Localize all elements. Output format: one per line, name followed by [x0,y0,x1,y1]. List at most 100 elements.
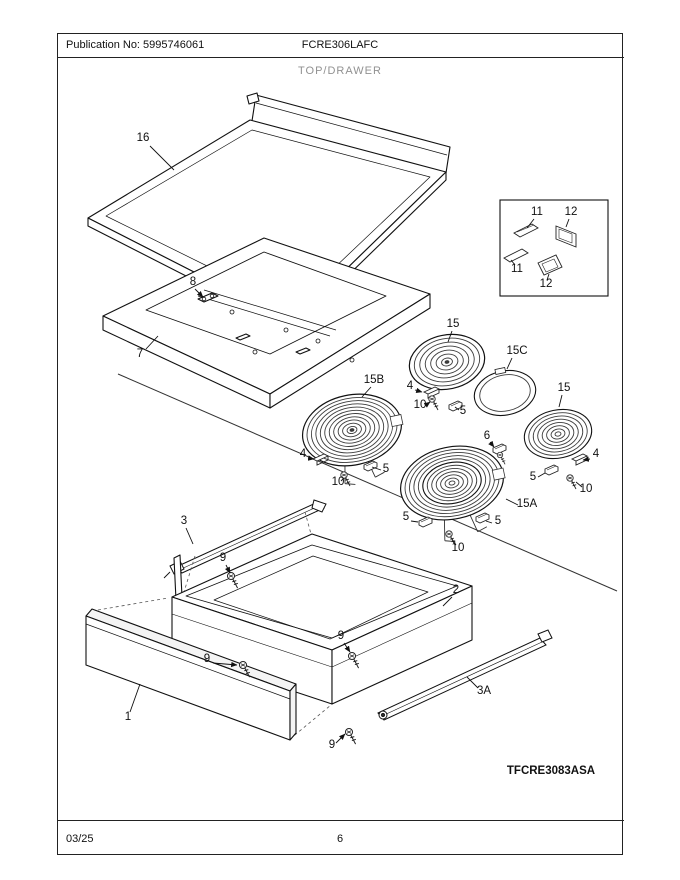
section-divider-line [117,373,618,592]
drawer-side-face [331,585,473,705]
callout-leader [526,218,535,229]
callout-leader [454,406,460,411]
surface-element-15-top [408,333,486,391]
callout-leader [565,218,570,228]
part-callout-10: 10 [452,542,465,554]
clip-5 [544,464,559,476]
part-callout-8: 8 [190,276,196,288]
callout-leader [145,335,159,350]
part-callout-12: 12 [565,206,578,218]
screw-10 [428,395,439,411]
section-title: TOP/DRAWER [298,65,382,77]
clip-5 [418,516,433,528]
callout-leader [558,394,563,408]
callout-leader [343,642,351,653]
callout-leader [447,330,453,343]
part-callout-15A: 15A [517,498,538,510]
inset-box [499,199,609,297]
part-callout-16: 16 [137,132,150,144]
callout-leader [537,472,546,478]
callout-leader [510,259,516,266]
callout-leader [185,527,194,545]
callout-leader [582,456,591,462]
callout-leader [212,661,238,668]
callout-leader [194,288,204,298]
page-border [57,33,623,855]
part-callout-9: 9 [204,653,210,665]
callout-leader [340,477,345,482]
surface-element-15-right [523,408,593,460]
part-callout-1: 1 [125,711,131,723]
surface-element-15b [301,393,404,485]
part-callout-3: 3 [181,515,187,527]
screw-10 [566,474,577,490]
part-12-bottom [537,254,563,276]
callout-leader [466,676,479,689]
drawer-rail-3a [377,629,553,721]
part-callout-2: 2 [453,584,459,596]
part-callout-3A: 3A [477,685,491,697]
frame-opening [145,251,387,355]
frame-surface [102,237,431,395]
part-callout-5: 5 [530,471,536,483]
part-callout-10: 10 [332,476,345,488]
part-callout-9: 9 [338,630,344,642]
part-callout-15C: 15C [506,345,527,357]
callout-leader [505,498,519,506]
callout-leader [149,145,175,171]
drawer-body [171,533,473,705]
part-callout-15B: 15B [364,374,385,386]
publication-number: Publication No: 5995746061 [66,39,205,51]
screw-9 [344,727,357,745]
part-callout-10: 10 [414,399,427,411]
callout-leader [506,357,513,370]
callout-leader [442,596,453,607]
callout-leader [307,455,315,461]
part-callout-9: 9 [329,739,335,751]
part-callout-4: 4 [593,448,600,460]
callout-leader [224,564,231,574]
page-number: 6 [336,833,344,845]
surface-element-15a [399,445,506,543]
callout-leader [335,733,346,744]
part-callout-5: 5 [403,511,409,523]
part-callout-7: 7 [137,348,143,360]
frame-bracket-8 [197,292,219,303]
callout-leader [488,440,495,448]
callout-leader [410,520,419,523]
part-callout-4: 4 [407,380,414,392]
model-number: FCRE306LAFC [301,39,379,51]
part-12-top [555,225,577,248]
part-callout-5: 5 [460,405,466,417]
callout-leader [423,401,431,408]
callout-leader [451,538,457,546]
footer-date: 03/25 [66,833,94,845]
callout-leader [575,481,583,488]
part-callout-5: 5 [495,515,501,527]
part-callout-4: 4 [300,448,307,460]
part-callout-5: 5 [383,463,389,475]
callout-leader [485,520,493,524]
callout-leader [361,386,372,398]
part-callout-10: 10 [580,483,593,495]
callout-leader [546,273,550,281]
surface-element-15c [473,367,537,417]
drawer-front-panel [85,608,297,741]
part-11-top [513,223,539,238]
callout-leader [371,466,382,471]
drawing-id: TFCRE3083ASA [507,765,595,777]
part-callout-6: 6 [484,430,490,442]
header-divider [57,57,624,58]
part-callout-15: 15 [447,318,460,330]
part-callout-12: 12 [540,278,553,290]
part-11-bottom [503,248,529,263]
callout-leader [414,387,423,393]
part-callout-15: 15 [558,382,571,394]
part-callout-11: 11 [531,206,543,218]
part-callout-9: 9 [220,552,226,564]
footer-divider [57,820,624,821]
part-callout-11: 11 [511,263,523,275]
maintop-frame [102,237,431,409]
